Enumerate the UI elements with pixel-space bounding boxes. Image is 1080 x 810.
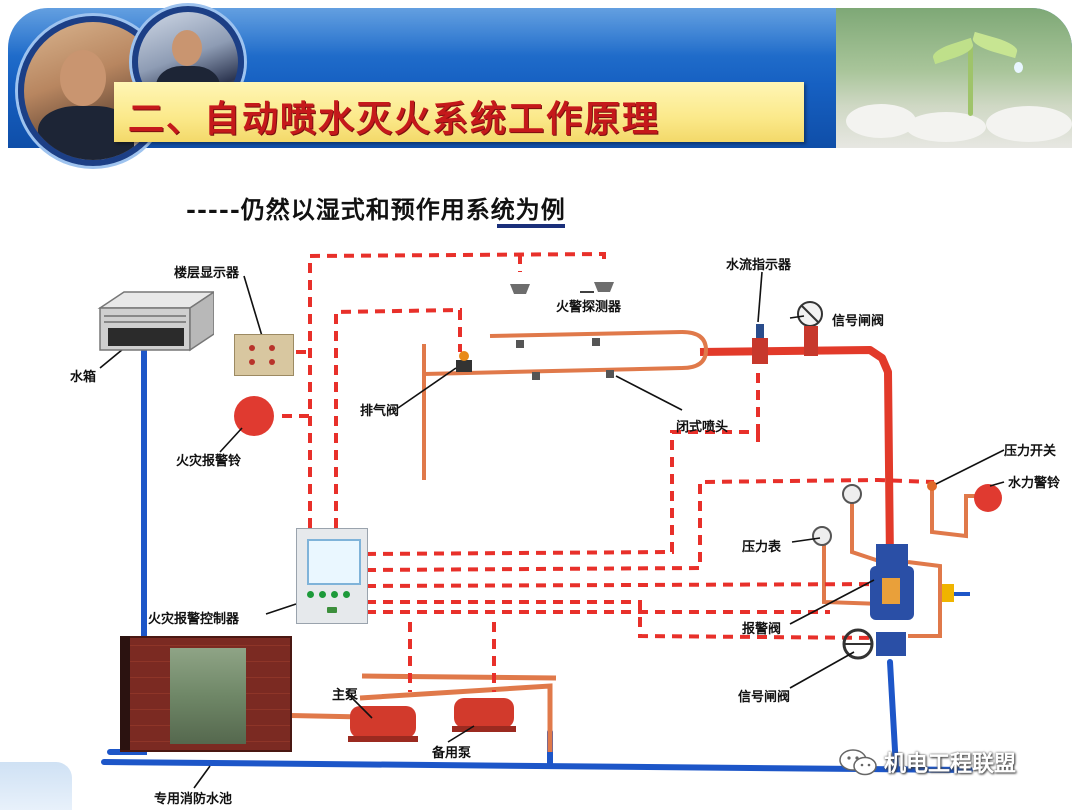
fire-alarm-controller-cabinet (296, 528, 368, 624)
alarm-valve-icon (870, 544, 970, 620)
label-pressure-switch: 压力开关 (1004, 444, 1057, 459)
label-fire-pool: 专用消防水池 (154, 792, 233, 807)
label-floor-display: 楼层显示器 (174, 266, 240, 281)
subtitle-underline (497, 224, 565, 228)
label-fire-detector: 火警探测器 (556, 300, 622, 315)
label-water-tank: 水箱 (70, 370, 97, 385)
pressure-switch-icon (927, 481, 937, 491)
sprout-photo (836, 8, 1072, 148)
sprinkler-branch-pipes (422, 330, 709, 480)
subtitle: -----仍然以湿式和预作用系统为例 (186, 195, 566, 224)
label-alarm-valve: 报警阀 (742, 622, 782, 637)
corner-decoration (0, 762, 72, 810)
water-motor-gong-icon (974, 484, 1002, 512)
page-title: 二、自动喷水灭火系统工作原理 (128, 98, 661, 140)
watermark: 机电工程联盟 (838, 744, 1016, 780)
water-flow-indicator-icon (752, 324, 768, 364)
label-closed-sprinkler: 闭式喷头 (676, 420, 729, 435)
pressure-gauge-icon (812, 484, 862, 546)
signal-gate-valve-icon (797, 301, 823, 356)
sprinkler-system-diagram: 楼层显示器 水箱 火灾报警铃 火灾报警控制器 专用消防水池 主泵 备用泵 排气阀… (70, 232, 1078, 808)
fire-water-pool (120, 636, 292, 752)
water-tank-icon (94, 288, 214, 354)
label-pressure-gauge: 压力表 (742, 540, 782, 555)
label-water-flow-indicator: 水流指示器 (726, 258, 792, 273)
wechat-icon (839, 749, 877, 776)
label-signal-valve-bottom: 信号闸阀 (738, 690, 791, 705)
label-main-pump: 主泵 (332, 688, 359, 703)
label-water-motor-gong: 水力警铃 (1008, 476, 1061, 491)
alarm-branch-pipes (822, 484, 984, 638)
label-signal-valve-top: 信号闸阀 (832, 314, 885, 329)
floor-display-panel (234, 334, 294, 376)
sprinkler-heads (516, 338, 614, 380)
label-fire-alarm-controller: 火灾报警控制器 (148, 612, 240, 627)
title-banner: 二、自动喷水灭火系统工作原理 (114, 82, 804, 142)
signal-lines (282, 251, 935, 692)
watermark-text: 机电工程联盟 (884, 752, 1017, 777)
label-exhaust-valve: 排气阀 (360, 404, 400, 419)
main-pump-icon (348, 706, 418, 742)
label-leader-lines (99, 271, 1005, 789)
fire-alarm-bell-icon (234, 396, 274, 436)
label-backup-pump: 备用泵 (432, 746, 472, 761)
backup-pump-icon (452, 698, 516, 732)
signal-gate-valve-bottom-icon (842, 628, 906, 660)
label-fire-alarm-bell: 火灾报警铃 (176, 454, 242, 469)
fire-main-pipe (699, 346, 894, 563)
fire-detector-icon (510, 282, 614, 294)
exhaust-valve-icon (456, 351, 472, 372)
